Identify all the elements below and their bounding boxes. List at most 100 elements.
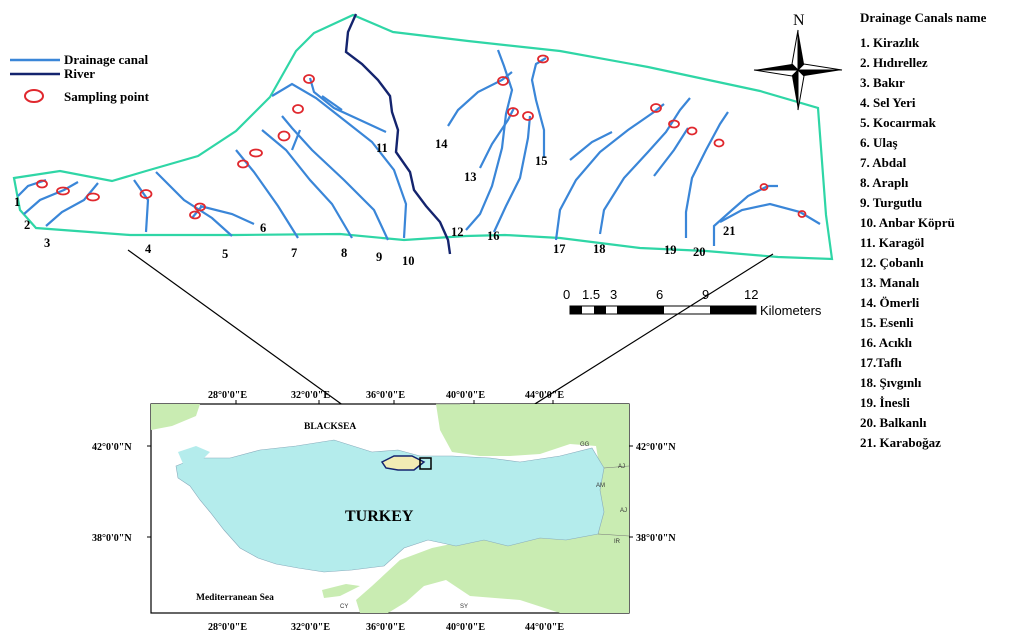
- canal-number: 9: [376, 250, 382, 264]
- canal-list-item: 12. Çobanlı: [860, 255, 924, 270]
- canal-list-item: 18. Şıvgınlı: [860, 375, 922, 390]
- canal-number: 19: [664, 243, 677, 257]
- study-area-boundary: [12, 13, 834, 261]
- canal-number: 16: [487, 229, 500, 243]
- lon-label-bottom: 40°0'0"E: [446, 622, 485, 633]
- black-sea-label: BLACKSEA: [304, 422, 356, 432]
- lat-label-right: 38°0'0"N: [636, 533, 676, 544]
- sampling-point: [237, 159, 249, 169]
- canal-list-title: Drainage Canals name: [860, 10, 987, 25]
- legend-canal-label: Drainage canal: [64, 52, 149, 67]
- canal-21: [719, 202, 821, 225]
- study-area-highlight: [380, 455, 426, 471]
- turkey-label: TURKEY: [345, 508, 414, 525]
- canal-list-item: 13. Manalı: [860, 275, 920, 290]
- scale-tick: 6: [656, 287, 663, 302]
- canal-list-item: 7. Abdal: [860, 155, 907, 170]
- canal-number: 8: [341, 246, 347, 260]
- lon-label-bottom: 32°0'0"E: [291, 622, 330, 633]
- scale-unit: Kilometers: [760, 303, 822, 318]
- scale-bar: 0 1.5 3 6 9 12 Kilometers: [563, 287, 822, 318]
- sampling-point: [507, 107, 519, 117]
- scale-tick: 9: [702, 287, 709, 302]
- sampling-point: [36, 179, 48, 189]
- canal-list-item: 15. Esenli: [860, 315, 914, 330]
- north-label: N: [793, 12, 805, 29]
- lon-label-top: 28°0'0"E: [208, 390, 247, 401]
- canal-list-item: 14. Ömerli: [860, 295, 920, 310]
- inset-locator-map: BLACKSEA TURKEY Mediterranean Sea GG AJ …: [92, 390, 676, 633]
- canal-list-item: 16. Acıklı: [860, 335, 912, 350]
- legend-river-label: River: [64, 66, 95, 81]
- canal-number: 3: [44, 236, 50, 250]
- cyprus-island: [322, 584, 360, 598]
- canal-list-item: 10. Anbar Köprü: [860, 215, 955, 230]
- sampling-point: [86, 192, 100, 202]
- sampling-point: [56, 186, 70, 196]
- canal-list-item: 3. Bakır: [860, 75, 905, 90]
- lat-label-left: 42°0'0"N: [92, 442, 132, 453]
- canal-number: 12: [451, 225, 464, 239]
- neighbor-label: SY: [460, 604, 468, 610]
- legend-sampling-swatch: [24, 89, 44, 103]
- canal-6: [199, 204, 255, 226]
- canal-7: [235, 149, 299, 239]
- scale-tick: 1.5: [582, 287, 600, 302]
- canal-name-list: Drainage Canals name 1. Kirazlık 2. Hıdı…: [860, 10, 987, 450]
- canal-list-item: 4. Sel Yeri: [860, 95, 916, 110]
- canal-list-item: 6. Ulaş: [860, 135, 898, 150]
- canal-number: 4: [145, 242, 152, 256]
- sampling-point: [650, 103, 662, 113]
- mediterranean-label: Mediterranean Sea: [196, 593, 274, 603]
- neighbor-label: IR: [614, 539, 621, 545]
- turkey-landmass: [175, 439, 605, 573]
- canal-19b: [653, 127, 689, 177]
- canal-12: [465, 49, 514, 231]
- canal-list-item: 1. Kirazlık: [860, 35, 920, 50]
- sampling-point: [713, 138, 725, 148]
- canal-number: 6: [260, 221, 266, 235]
- neighbor-land: [151, 404, 200, 430]
- canal-13: [479, 107, 515, 169]
- canal-number: 1: [14, 195, 20, 209]
- canal-number: 7: [291, 246, 297, 260]
- lon-label-bottom: 36°0'0"E: [366, 622, 405, 633]
- canal-list-item: 19. İnesli: [860, 395, 910, 410]
- canal-number: 15: [535, 154, 548, 168]
- canal-number: 10: [402, 254, 415, 268]
- neighbor-label: AJ: [620, 508, 627, 514]
- canal-2: [23, 181, 79, 215]
- sampling-point: [497, 76, 509, 86]
- canal-9: [281, 115, 389, 241]
- canal-number: 5: [222, 247, 228, 261]
- canal-3: [45, 182, 99, 227]
- canal-14: [447, 71, 513, 127]
- canal-list-item: 21. Karaboğaz: [860, 435, 941, 450]
- sampling-point: [139, 189, 153, 199]
- canal-18: [598, 97, 691, 235]
- sampling-point: [522, 111, 534, 121]
- sampling-point: [303, 74, 315, 84]
- canal-11: [308, 77, 387, 133]
- canal-number: 2: [24, 218, 30, 232]
- canal-10: [271, 82, 408, 239]
- sampling-point: [668, 119, 680, 129]
- canal-8: [261, 129, 353, 239]
- neighbor-land: [356, 404, 629, 613]
- sampling-points: [36, 54, 807, 220]
- north-arrow-icon: N: [753, 12, 843, 111]
- canal-list-item: 2. Hıdırellez: [860, 55, 928, 70]
- canal-11b: [321, 95, 343, 111]
- canal-list-item: 20. Balkanlı: [860, 415, 927, 430]
- scale-tick: 12: [744, 287, 758, 302]
- lon-label-top: 36°0'0"E: [366, 390, 405, 401]
- canal-number: 14: [435, 137, 448, 151]
- canal-15: [530, 57, 547, 158]
- canal-number-labels: 1 2 3 4 5 6 7 8 9 10 11 12 13 14 15 16 1…: [14, 137, 736, 268]
- neighbor-label: GG: [580, 442, 590, 448]
- neighbor-label: AM: [596, 483, 605, 489]
- lat-label-left: 38°0'0"N: [92, 533, 132, 544]
- turkey-thrace: [178, 446, 210, 466]
- canal-list-item: 5. Kocaırmak: [860, 115, 937, 130]
- canal-19: [684, 111, 729, 238]
